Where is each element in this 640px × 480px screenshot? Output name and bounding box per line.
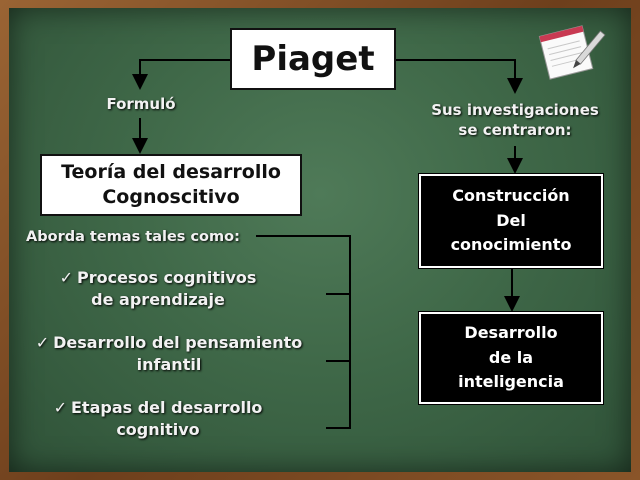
topic-item-1: ✓Procesos cognitivos de aprendizaje [59,268,257,309]
formulo-label: Formuló [106,95,176,113]
line-title-left [132,59,230,90]
topic-item-3: ✓Etapas del desarrollo cognitivo [53,398,263,439]
topic-item-2: ✓Desarrollo del pensamiento infantil [35,333,303,374]
theory-box: Teoría del desarrollo Cognoscitivo [40,154,302,216]
title-box: Piaget [230,28,396,90]
check-icon: ✓ [53,398,67,417]
check-icon: ✓ [35,333,50,352]
check-icon: ✓ [59,268,73,287]
notepad-pencil-icon [538,22,606,82]
line-title-right [396,59,523,94]
topics-bracket [256,235,351,429]
topics-intro: Aborda temas tales como: [26,229,240,245]
theory-line2: Cognoscitivo [102,186,240,208]
theory-line1: Teoría del desarrollo [61,161,281,184]
intelligence-box: Desarrollo de la inteligencia [418,311,604,405]
title-text: Piaget [251,39,375,79]
research-label: Sus investigaciones se centraron: [431,101,599,140]
construction-box: Construcción Del conocimiento [418,173,604,269]
